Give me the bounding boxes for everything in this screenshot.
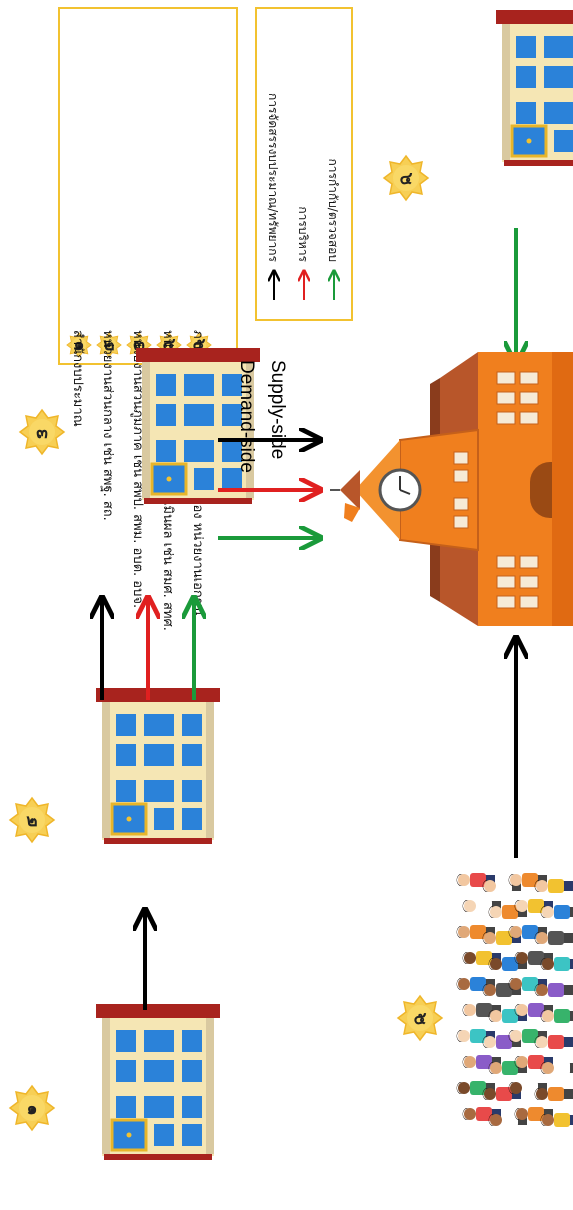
office-building-icon	[94, 686, 222, 846]
legend-row-3-text: หน่วยงานส่วนภูมิภาค เช่น สพป. สพม. อบต. …	[130, 330, 145, 608]
arrow-legend-item-black: การจัดสรรงบประมาณ/ทรัพยากร	[266, 93, 280, 300]
badge-3: ๓	[19, 409, 65, 455]
person-icon	[540, 1009, 573, 1023]
person-icon	[540, 905, 573, 919]
badge-4-number: ๔	[400, 169, 413, 189]
crowd-of-people-icon	[456, 873, 573, 1127]
person-icon	[508, 1081, 547, 1095]
person-icon	[534, 879, 573, 893]
person-icon	[540, 1113, 573, 1127]
building-2	[94, 686, 222, 846]
legend-row-1: ๑ สำนักงบประมาณ	[66, 330, 92, 427]
person-icon	[456, 977, 495, 991]
supply-side-label: Supply-side	[267, 360, 288, 459]
school-building-icon	[330, 352, 573, 626]
office-building-icon	[494, 8, 573, 168]
agency-legend-border	[58, 7, 238, 365]
person-icon	[534, 1087, 573, 1101]
legend-row-2: ๒ หน่วยงานส่วนกลาง เช่น สพฐ. สถ.	[96, 330, 122, 521]
arrow-legend-text-green: การกำกับ/ตรวจสอบ	[326, 158, 340, 262]
badge-5-number: ๕	[414, 1009, 427, 1029]
office-building-icon	[94, 1002, 222, 1162]
building-4	[494, 8, 573, 168]
person-icon	[534, 931, 573, 945]
legend-row-1-text: สำนักงบประมาณ	[70, 330, 85, 427]
demand-side-label: Demand-side	[236, 360, 257, 473]
legend-row-2-number: ๒	[103, 335, 114, 355]
person-icon	[534, 1035, 573, 1049]
badge-4: ๔	[383, 155, 429, 201]
badge-1: ๑	[9, 1085, 55, 1131]
badge-2-number: ๒	[26, 811, 37, 831]
person-icon	[534, 983, 573, 997]
legend-row-1-number: ๑	[74, 335, 85, 355]
arrow-legend-text-red: การบริหาร	[296, 206, 310, 262]
badge-2: ๒	[9, 797, 55, 843]
person-icon	[540, 957, 573, 971]
agency-legend-box: ๑ สำนักงบประมาณ ๒ หน่วยงานส่วนกลาง เช่น …	[58, 7, 238, 631]
people-crowd	[456, 873, 573, 1127]
badge-1-number: ๑	[27, 1099, 38, 1119]
person-icon	[540, 1061, 573, 1075]
badge-3-number: ๓	[36, 423, 48, 443]
building-1	[94, 1002, 222, 1162]
arrow-legend-text-black: การจัดสรรงบประมาณ/ทรัพยากร	[266, 93, 280, 263]
arrow-legend-item-green: การกำกับ/ตรวจสอบ	[326, 158, 340, 300]
arrow-legend-border	[255, 7, 353, 321]
flag-icon	[344, 503, 360, 522]
legend-row-2-text: หน่วยงานส่วนกลาง เช่น สพฐ. สถ.	[100, 330, 115, 521]
arrow-legend-item-red: การบริหาร	[296, 206, 310, 300]
school-building	[330, 352, 573, 626]
badge-5: ๕	[397, 995, 443, 1041]
arrow-legend-box: การจัดสรรงบประมาณ/ทรัพยากร การบริหาร การ…	[255, 7, 353, 321]
